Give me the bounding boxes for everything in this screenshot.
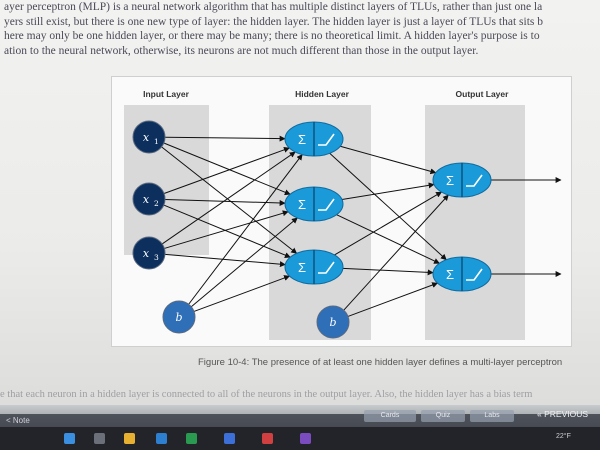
output-layer-band [425, 105, 525, 340]
app-icon[interactable] [224, 433, 235, 444]
start-icon[interactable] [64, 433, 75, 444]
paragraph-line-2: yers still exist, but there is one new t… [4, 15, 543, 28]
folder-icon[interactable] [124, 433, 135, 444]
app-icon-2[interactable] [262, 433, 273, 444]
input-node-2-label: x [143, 193, 150, 206]
hidden-neuron-1-activation-icon [318, 133, 335, 146]
app-icon-3[interactable] [300, 433, 311, 444]
input-node-1-label: x [143, 131, 150, 144]
hidden-bias-node: b [316, 305, 350, 339]
cards-button[interactable]: Cards [364, 410, 416, 422]
input-to-hidden-arrow [163, 146, 290, 195]
input-to-hidden-arrow [161, 146, 298, 254]
hidden-neuron-3-sum-symbol: Σ [298, 260, 306, 275]
hidden-layer-label: Hidden Layer [295, 89, 350, 99]
hidden-to-output-arrow [340, 145, 437, 175]
hidden-to-output-arrow [347, 282, 439, 317]
input-node-3-label: x [143, 247, 150, 260]
labs-button[interactable]: Labs [470, 410, 514, 422]
input-to-hidden-arrow [164, 135, 286, 142]
connection-arrows [161, 135, 562, 317]
input-to-hidden-arrow [163, 142, 291, 196]
output-neuron-1-activation-icon [466, 174, 483, 187]
hidden-to-output-arrow [343, 194, 449, 311]
input-to-hidden-arrow [164, 198, 286, 206]
figure-caption: Figure 10-4: The presence of at least on… [198, 357, 563, 368]
input-bias-node: b [162, 300, 196, 334]
output-neuron-2: Σ [432, 256, 492, 292]
hidden-neuron-2-activation-icon [318, 198, 335, 211]
output-layer-label: Output Layer [456, 89, 510, 99]
ebook-page: ayer perceptron (MLP) is a neural networ… [0, 0, 600, 414]
quiz-button[interactable]: Quiz [421, 410, 465, 422]
hidden-neuron-1-sum-symbol: Σ [298, 132, 306, 147]
paragraph-line-1: ayer perceptron (MLP) is a neural networ… [4, 1, 543, 13]
paragraph-line-4: ation to the neural network, otherwise, … [4, 44, 479, 57]
input-bias-node-label: b [175, 311, 182, 324]
output-neuron-1: Σ [432, 162, 492, 198]
hidden-to-output-arrow [342, 267, 434, 276]
hidden-neuron-2-sum-symbol: Σ [298, 197, 306, 212]
os-taskbar: 22°F [0, 427, 600, 450]
input-to-hidden-arrow [188, 154, 303, 305]
hidden-neuron-1: Σ [284, 121, 344, 157]
browser-icon[interactable] [156, 433, 167, 444]
input-to-hidden-arrow [163, 204, 291, 258]
input-layer-label: Input Layer [143, 89, 190, 99]
input-node-3-shape [132, 236, 166, 270]
output-neuron-2-activation-icon [466, 268, 483, 281]
input-node-2-subscript: 2 [154, 199, 159, 208]
reader-toolbar: < Note Cards Quiz Labs « PREVIOUS [0, 405, 600, 427]
hidden-neuron-2: Σ [284, 186, 344, 222]
hidden-neuron-3: Σ [284, 249, 344, 285]
output-neuron-1-sum-symbol: Σ [446, 173, 454, 188]
hidden-neuron-3-activation-icon [318, 261, 335, 274]
previous-button[interactable]: « PREVIOUS [537, 409, 589, 419]
input-node-3-subscript: 3 [154, 253, 159, 262]
hidden-to-output-arrow [341, 182, 435, 200]
paragraph-text: ayer perceptron (MLP) is a neural networ… [4, 0, 600, 58]
input-bias-node-shape [162, 300, 196, 334]
hidden-to-output-arrow [329, 152, 447, 261]
input-to-hidden-arrow [190, 217, 298, 308]
output-neuron-2-sum-symbol: Σ [446, 267, 454, 282]
input-to-hidden-arrow [164, 253, 286, 268]
note-link[interactable]: < Note [6, 416, 30, 425]
hidden-to-output-arrow [334, 191, 443, 256]
input-to-hidden-arrow [193, 275, 291, 312]
input-node-1-subscript: 1 [154, 137, 159, 146]
hidden-bias-node-label: b [329, 316, 336, 329]
store-icon[interactable] [186, 433, 197, 444]
search-icon[interactable] [94, 433, 105, 444]
input-node-2-shape [132, 182, 166, 216]
input-node-1-shape [132, 120, 166, 154]
input-to-hidden-arrow [161, 151, 296, 245]
input-to-hidden-arrow [164, 210, 289, 249]
weather-temperature: 22°F [556, 433, 571, 440]
hidden-bias-node-shape [316, 305, 350, 339]
paragraph-line-3: here may only be one hidden layer, or th… [4, 30, 540, 42]
paragraph-2-text: e that each neuron in a hidden layer is … [0, 389, 533, 400]
hidden-to-output-arrow [336, 214, 440, 264]
